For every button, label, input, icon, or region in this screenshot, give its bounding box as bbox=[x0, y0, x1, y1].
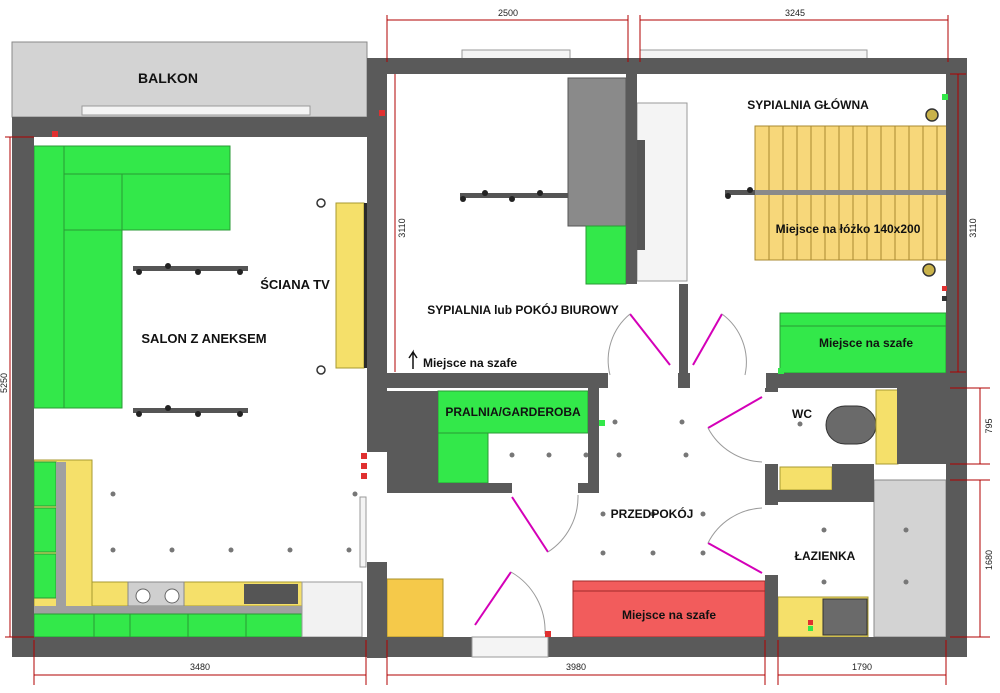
opening-wc-door bbox=[765, 392, 778, 464]
opening-pralnia-door bbox=[512, 483, 578, 493]
sofa-back bbox=[33, 145, 65, 409]
dim-bottom-salon: 3480 bbox=[190, 662, 210, 672]
wall-lamp-2 bbox=[316, 365, 326, 375]
tv-panel bbox=[364, 203, 368, 368]
room-pralnia: PRALNIA/GARDEROBA bbox=[445, 405, 581, 419]
przedpokoj-wardrobe bbox=[572, 580, 766, 638]
dimension-lines bbox=[5, 15, 990, 685]
ceiling-spots-pralnia bbox=[509, 452, 589, 458]
glowna-tall-cabinet bbox=[636, 102, 688, 282]
opening-glowna-door bbox=[690, 373, 766, 388]
opening-salon-hall bbox=[367, 452, 387, 562]
dim-right-glowna: 3110 bbox=[968, 218, 978, 237]
biuro-window bbox=[461, 49, 571, 60]
ceiling-light-track-2 bbox=[133, 405, 248, 417]
glowna-window bbox=[639, 49, 868, 60]
wc-cistern bbox=[875, 389, 899, 465]
dim-right-lazienka: 1680 bbox=[984, 550, 994, 570]
arrow-szafa-biuro bbox=[408, 349, 418, 369]
pralnia-grey-column bbox=[387, 391, 438, 483]
room-sypialnia-glowna: SYPIALNIA GŁÓWNA bbox=[747, 97, 869, 112]
pralnia-side-green bbox=[437, 432, 489, 484]
door-swings bbox=[474, 313, 763, 635]
kitchen bbox=[33, 459, 363, 638]
room-salon: SALON Z ANEKSEM bbox=[141, 331, 266, 346]
sofa-seat-top bbox=[121, 173, 231, 231]
room-lazienka: ŁAZIENKA bbox=[795, 549, 856, 563]
dim-bottom-przedpokoj: 3980 bbox=[566, 662, 586, 672]
opening-biuro-door bbox=[608, 373, 678, 388]
wc-toilet bbox=[825, 405, 877, 445]
balcony-area bbox=[11, 41, 368, 118]
bedside-lamp-top bbox=[925, 108, 939, 122]
biuro-wardrobe-grey bbox=[567, 77, 627, 227]
dim-left-total: 5250 bbox=[0, 373, 9, 393]
wc-sink bbox=[779, 466, 833, 491]
ceiling-light-track-3 bbox=[460, 190, 568, 202]
dim-mid-biuro: 3110 bbox=[397, 218, 407, 237]
label-szafa-przedpokoj: Miejsce na szafe bbox=[622, 608, 716, 622]
room-wc: WC bbox=[792, 407, 812, 421]
balcony-window bbox=[81, 105, 311, 116]
bed bbox=[754, 125, 948, 261]
electrical-markers bbox=[52, 94, 948, 637]
sofa-top bbox=[63, 145, 231, 175]
wc-spot bbox=[797, 421, 803, 427]
ceiling-spots-przedpokoj bbox=[600, 419, 706, 556]
entrance-door-frame bbox=[471, 636, 549, 658]
ceiling-light-track-4 bbox=[725, 187, 755, 199]
wall-lamp-1 bbox=[316, 198, 326, 208]
ceiling-spots-lazienka bbox=[821, 527, 909, 585]
corner-sofa bbox=[33, 145, 231, 409]
przedpokoj-cabinet-yellow bbox=[386, 578, 444, 638]
dim-bottom-lazienka: 1790 bbox=[852, 662, 872, 672]
window-salon-right bbox=[359, 496, 367, 568]
room-przedpokoj: PRZEDPOKÓJ bbox=[611, 506, 694, 521]
glowna-wardrobe bbox=[779, 312, 947, 374]
ceiling-spots-salon bbox=[110, 491, 358, 553]
bedside-lamp-bottom bbox=[922, 263, 936, 277]
biuro-desk-green bbox=[585, 225, 627, 285]
glowna-mirror bbox=[637, 140, 645, 250]
sofa-seat-long bbox=[63, 229, 123, 409]
tv-cabinet bbox=[335, 202, 365, 369]
dim-top-biuro: 2500 bbox=[498, 8, 518, 18]
room-sypialnia-biuro: SYPIALNIA lub POKÓJ BIUROWY bbox=[427, 302, 619, 317]
sofa-seat-corner bbox=[63, 173, 123, 231]
label-szafa-glowna: Miejsce na szafe bbox=[819, 336, 913, 350]
room-sciana-tv: ŚCIANA TV bbox=[260, 277, 330, 292]
room-balkon: BALKON bbox=[138, 70, 198, 86]
dim-top-glowna: 3245 bbox=[785, 8, 805, 18]
ceiling-light-track-1 bbox=[133, 263, 248, 275]
label-szafa-biuro: Miejsce na szafe bbox=[423, 356, 517, 370]
washbasin-sink bbox=[822, 598, 868, 636]
dim-right-wc: 795 bbox=[984, 418, 994, 433]
bathtub bbox=[873, 479, 947, 638]
label-lozko: Miejsce na łóżko 140x200 bbox=[776, 222, 921, 236]
opening-lazienka-door bbox=[765, 505, 778, 575]
